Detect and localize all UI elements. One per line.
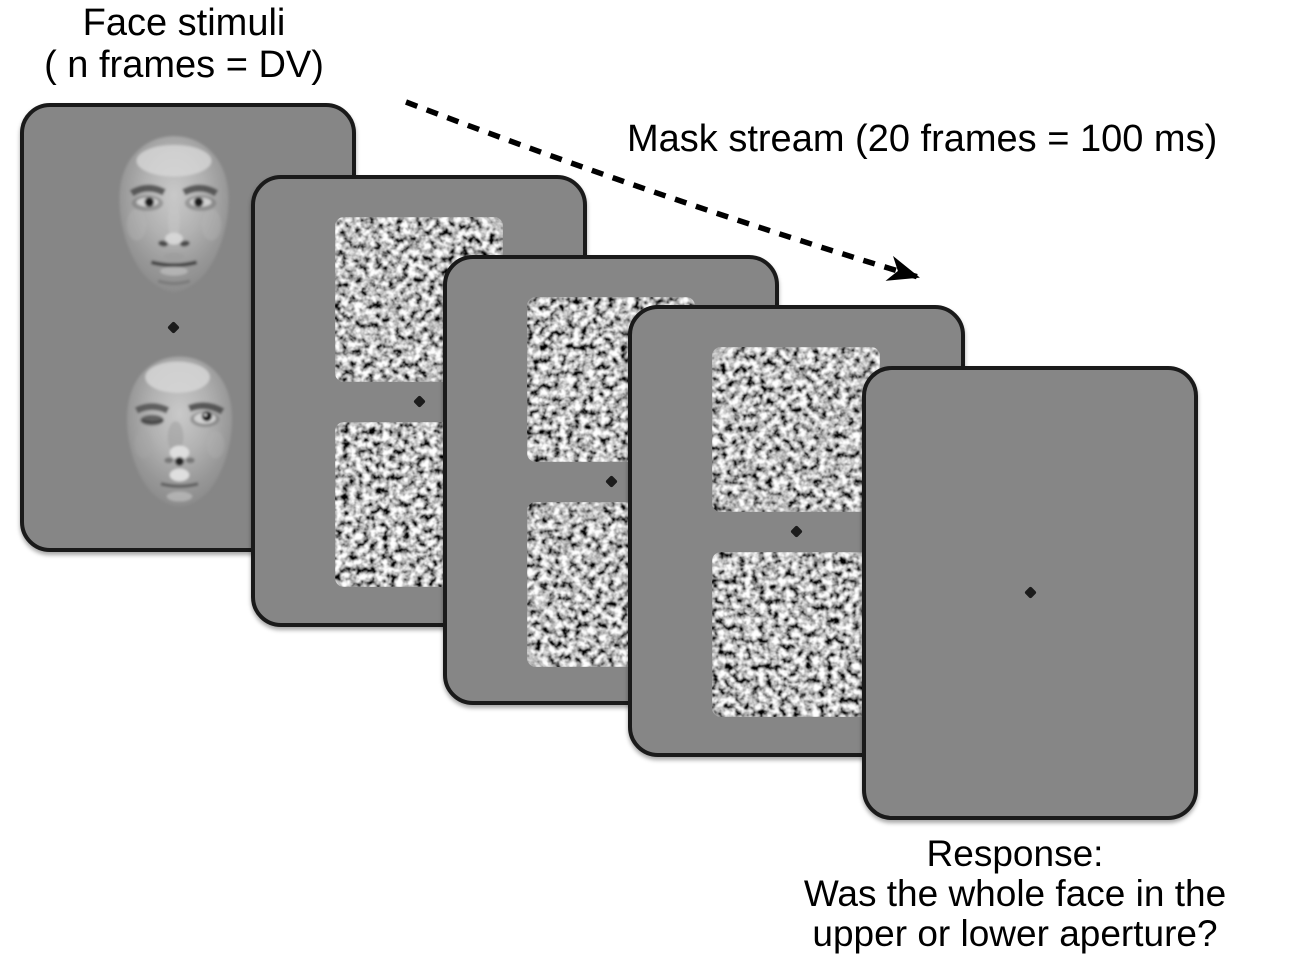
face-stimuli-label-line1: Face stimuli: [82, 2, 286, 44]
fixation-point: [167, 321, 180, 334]
fixation-point: [790, 525, 803, 538]
response-label: Response: Was the whole face in the uppe…: [735, 834, 1295, 954]
lower-face-image: [126, 356, 233, 507]
fixation-point: [413, 395, 426, 408]
response-label-line2: Was the whole face in the: [803, 873, 1227, 914]
upper-face-image: [119, 136, 229, 292]
face-stimuli-label-line2: ( n frames = DV): [44, 44, 324, 86]
fixation-point: [605, 475, 618, 488]
response-label-line3: upper or lower aperture?: [812, 913, 1218, 954]
mask-stream-label: Mask stream (20 frames = 100 ms): [627, 118, 1218, 160]
lower-noise-mask: [712, 552, 880, 717]
response-label-line1: Response:: [926, 833, 1104, 874]
response-screen: [862, 366, 1198, 820]
fixation-point: [1024, 586, 1037, 599]
upper-noise-mask: [712, 347, 880, 512]
face-stimuli-label: Face stimuli ( n frames = DV): [12, 2, 356, 86]
